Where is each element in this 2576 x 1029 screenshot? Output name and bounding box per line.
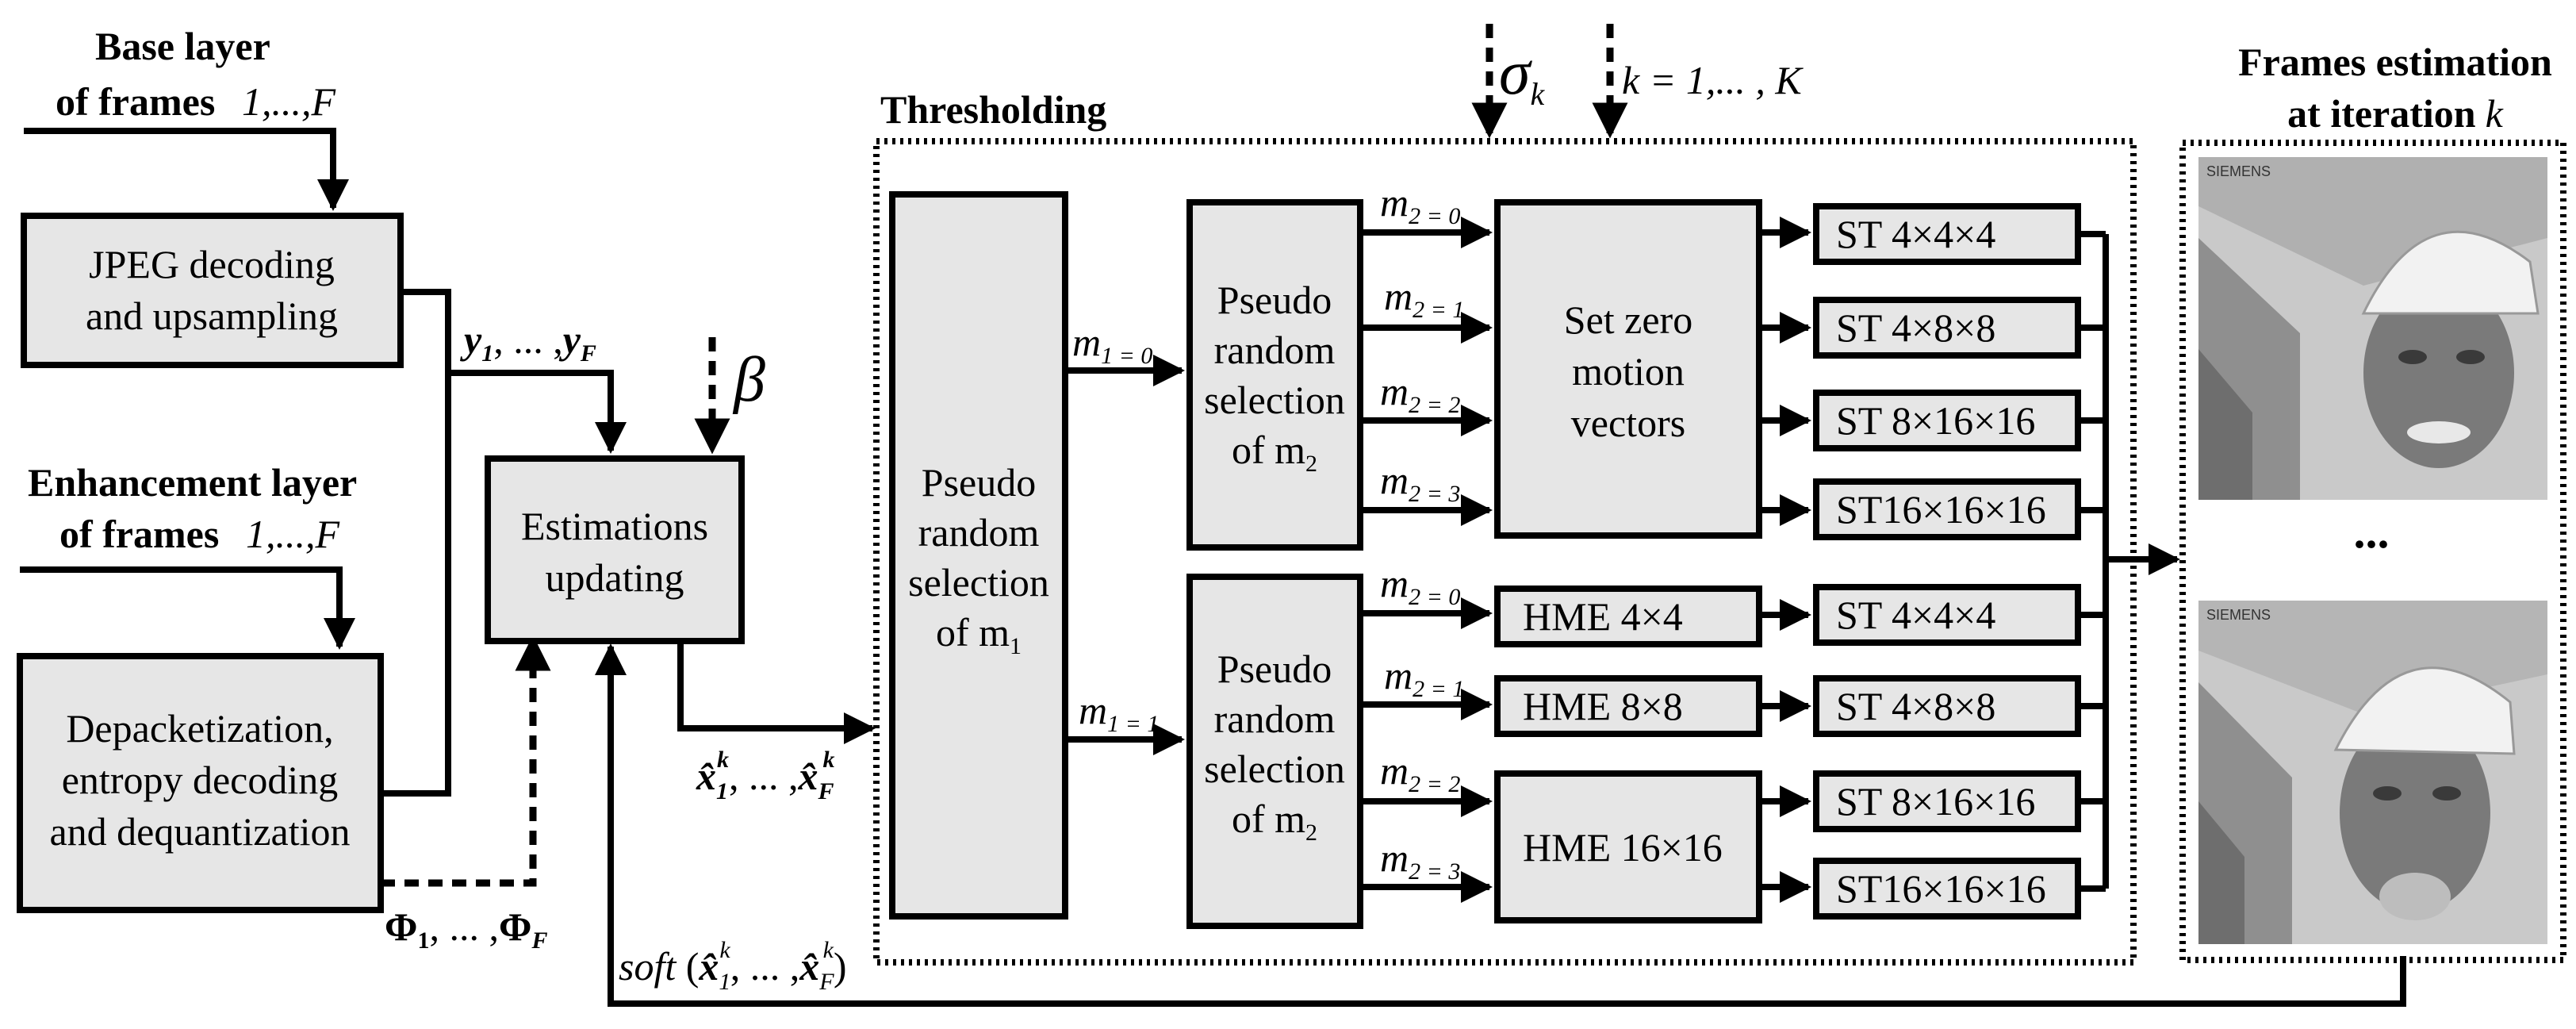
st-upper-1 xyxy=(1813,203,2081,265)
m2u-label1: m2 = 1 xyxy=(1384,274,1464,323)
enh-layer-arrow xyxy=(20,566,355,650)
m2u-line3: selection xyxy=(1204,378,1345,422)
base-layer-range: 1,...,F xyxy=(242,79,336,124)
jpeg-line2: and upsampling xyxy=(86,294,338,338)
st-upper-3-label: ST 8×16×16 xyxy=(1836,398,2035,443)
frames-title-line1: Frames estimation xyxy=(2238,40,2552,84)
st-upper-2-label: ST 4×8×8 xyxy=(1836,305,1995,350)
m1-selection-block xyxy=(889,191,1068,920)
base-layer-sub: of frames xyxy=(56,79,215,124)
thresholding-frame xyxy=(873,138,2137,966)
st-lower-3-label: ST 8×16×16 xyxy=(1836,779,2035,824)
sigma-label: σk xyxy=(1499,38,1545,112)
xhat-label: x̂1k, ... ,x̂Fk xyxy=(696,747,835,804)
st-upper-4-label: ST16×16×16 xyxy=(1836,487,2046,532)
depack-line1: Depacketization, xyxy=(66,706,333,751)
svg-text:SIEMENS: SIEMENS xyxy=(2206,163,2271,179)
m2u-label0: m2 = 0 xyxy=(1380,180,1460,229)
m2l-line3: selection xyxy=(1204,747,1345,791)
m2l-label1: m2 = 1 xyxy=(1384,653,1464,702)
jpeg-decoding-block xyxy=(21,213,404,368)
phi-arrow xyxy=(381,635,551,887)
st-lower-2-label: ST 4×8×8 xyxy=(1836,684,1995,728)
zero-mv-line1: Set zero xyxy=(1564,298,1692,342)
base-layer-title: Base layer xyxy=(95,24,270,68)
m1-branch0-label: m1 = 0 xyxy=(1072,320,1152,369)
m2l-line4: of m2 xyxy=(1232,797,1317,846)
st-upper-4 xyxy=(1813,478,2081,540)
base-layer-arrow xyxy=(24,128,349,211)
frame-photo-bottom: SIEMENS xyxy=(2198,601,2547,944)
xhat-arrow xyxy=(677,641,876,744)
st-lower-2 xyxy=(1813,675,2081,737)
m2l-label0: m2 = 0 xyxy=(1380,561,1460,610)
m1-line1: Pseudo xyxy=(922,460,1036,505)
enh-layer-title: Enhancement layer xyxy=(28,460,357,505)
m2u-label2: m2 = 2 xyxy=(1380,369,1460,418)
beta-label: β xyxy=(732,345,765,415)
y-label: y1, ... ,yF xyxy=(460,317,596,367)
m1-line3: selection xyxy=(908,560,1049,605)
estimations-updating-block xyxy=(485,455,745,644)
m2-selection-upper-block xyxy=(1186,199,1363,551)
zero-mv-line2: motion xyxy=(1572,349,1685,394)
m2u-line2: random xyxy=(1214,328,1336,372)
hme-16x16-label: HME 16×16 xyxy=(1523,825,1723,870)
est-line1: Estimations xyxy=(521,504,708,548)
enh-layer-sub: of frames xyxy=(59,512,219,556)
decoded-merge-line xyxy=(381,289,451,797)
zero-mv-line3: vectors xyxy=(1571,401,1685,445)
svg-text:SIEMENS: SIEMENS xyxy=(2206,607,2271,623)
enh-layer-range: 1,...,F xyxy=(246,512,340,556)
m1-line4: of m1 xyxy=(936,610,1022,659)
m1-line2: random xyxy=(918,510,1040,555)
hme-4x4-label: HME 4×4 xyxy=(1523,594,1683,639)
thresholding-title: Thresholding xyxy=(880,87,1106,132)
frame-photo-top: SIEMENS xyxy=(2198,157,2547,500)
frames-ellipsis: ... xyxy=(2354,505,2390,558)
m2l-label2: m2 = 2 xyxy=(1380,748,1460,797)
depack-line3: and dequantization xyxy=(49,809,350,854)
m2l-line1: Pseudo xyxy=(1217,647,1332,691)
st-output-stubs xyxy=(2078,231,2106,892)
hme-16x16-block xyxy=(1494,770,1762,923)
m2u-line1: Pseudo xyxy=(1217,278,1332,322)
st-upper-3 xyxy=(1813,390,2081,451)
st-upper-2 xyxy=(1813,297,2081,359)
st-lower-1-label: ST 4×4×4 xyxy=(1836,593,1995,637)
frames-frame xyxy=(2179,140,2566,963)
m2l-label3: m2 = 3 xyxy=(1380,835,1460,885)
st-upper-1-label: ST 4×4×4 xyxy=(1836,212,1995,256)
est-line2: updating xyxy=(546,555,684,600)
k-range-label: k = 1,... , K xyxy=(1622,58,1804,102)
m2u-line4: of m2 xyxy=(1232,428,1317,477)
phi-label: Φ1, ... ,ΦF xyxy=(385,904,547,954)
st-lower-4-label: ST16×16×16 xyxy=(1836,866,2046,911)
hme-8x8-label: HME 8×8 xyxy=(1523,684,1683,728)
m1-branch1-label: m1 = 1 xyxy=(1079,688,1159,737)
st-lower-4 xyxy=(1813,858,2081,920)
jpeg-line1: JPEG decoding xyxy=(89,242,335,286)
m2l-line2: random xyxy=(1214,697,1336,741)
set-zero-mv-block xyxy=(1494,199,1762,539)
m2u-label3: m2 = 3 xyxy=(1380,458,1460,507)
soft-label: soft (x̂1k, ... ,x̂Fk) xyxy=(619,937,847,995)
soft-feedback-arrow xyxy=(595,643,2406,1007)
y-arrow xyxy=(448,370,627,454)
depacketization-block xyxy=(17,653,384,913)
depack-line2: entropy decoding xyxy=(62,758,339,802)
m2-selection-lower-block xyxy=(1186,574,1363,929)
